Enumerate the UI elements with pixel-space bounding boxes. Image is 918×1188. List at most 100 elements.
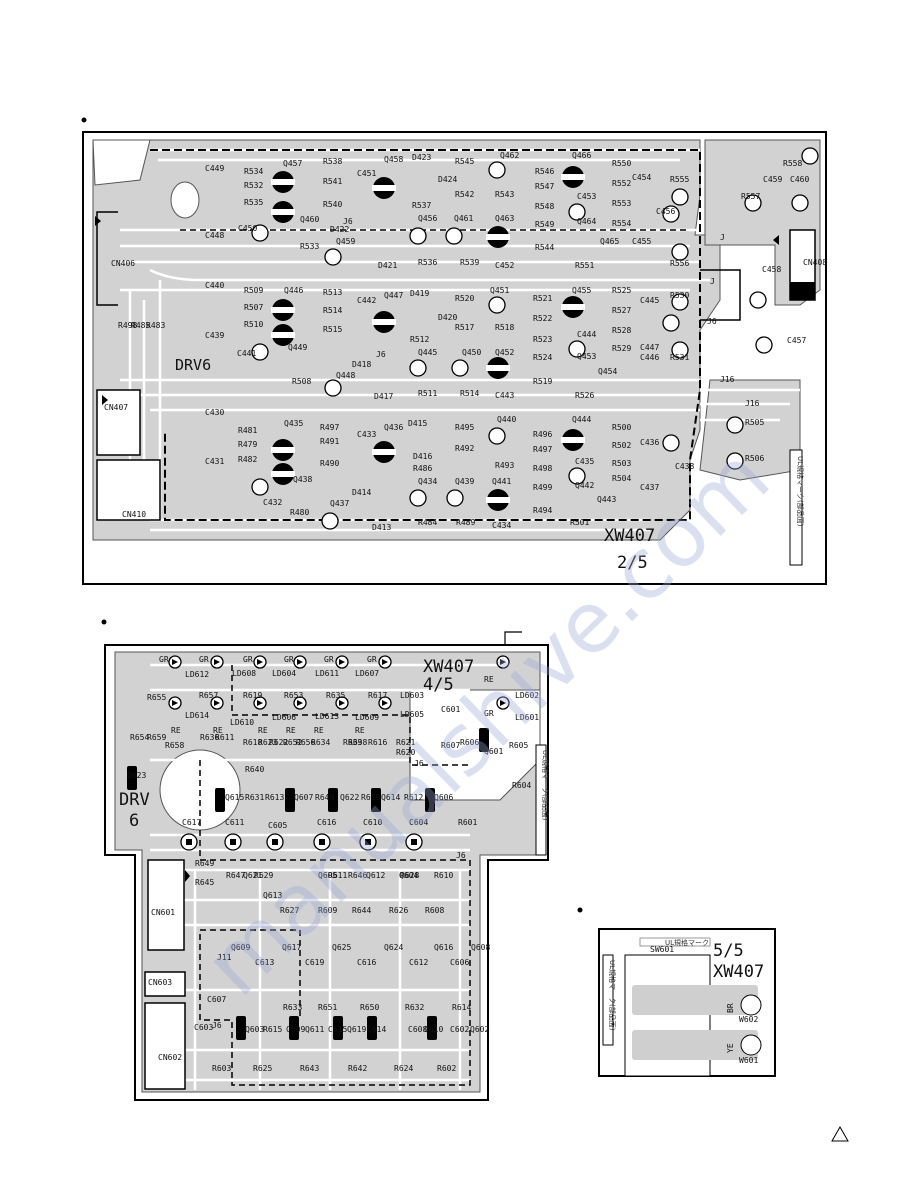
part-label: C619 (305, 958, 324, 967)
part-label: R632 (405, 1003, 424, 1012)
part-label: Q610 (424, 1025, 443, 1034)
transistor-lead (271, 307, 295, 313)
part-label: C603 (194, 1023, 213, 1032)
part-label: R491 (320, 437, 339, 446)
part-label: RE (484, 675, 494, 684)
part-label: C456 (656, 207, 675, 216)
part-label: Q603 (245, 1025, 264, 1034)
component-pad (409, 359, 427, 377)
part-label: R615 (263, 1025, 282, 1034)
part-label: C616 (357, 958, 376, 967)
part-label: Q440 (497, 415, 516, 424)
part-label: RE (314, 726, 324, 735)
part-label: Q608 (471, 943, 490, 952)
led-marker (214, 700, 220, 706)
part-label: C613 (255, 958, 274, 967)
part-label: C452 (495, 261, 514, 270)
part-label: Q624 (384, 943, 403, 952)
transistor-lead (271, 209, 295, 215)
part-label: R620 (396, 748, 415, 757)
part-label: R509 (244, 286, 263, 295)
part-label: C442 (357, 296, 376, 305)
transistor-lead (372, 319, 396, 325)
part-label: R604 (512, 781, 531, 790)
component-pad (488, 427, 506, 445)
part-label: C607 (207, 995, 226, 1004)
part-label: LD601 (515, 713, 539, 722)
part-label: Q466 (572, 151, 591, 160)
part-label: R529 (612, 344, 631, 353)
part-label: J6 (456, 851, 466, 860)
part-label: GR (367, 655, 377, 664)
part-label: R606 (460, 738, 479, 747)
part-label: R485 (131, 321, 150, 330)
part-label: R621 (396, 738, 415, 747)
component-pad (671, 341, 689, 359)
part-label: Q448 (336, 371, 355, 380)
part-label: R613 (265, 793, 284, 802)
part-label: R536 (418, 258, 437, 267)
part-label: R525 (612, 286, 631, 295)
part-label: DRV (119, 790, 150, 810)
part-label: Q609 (231, 943, 250, 952)
part-label: C435 (575, 457, 594, 466)
board-small-name: XW407 (713, 962, 764, 982)
part-label: J6 (707, 317, 717, 326)
w602-label: W602 (739, 1015, 758, 1024)
part-label: C611 (225, 818, 244, 827)
part-label: R532 (244, 181, 263, 190)
part-label: J16 (720, 375, 735, 384)
part-label: R522 (533, 314, 552, 323)
part-label: R546 (535, 167, 554, 176)
part-label: R500 (612, 423, 631, 432)
part-label: R530 (670, 291, 689, 300)
part-label: Q438 (293, 475, 312, 484)
part-label: Q616 (434, 943, 453, 952)
part-label: D413 (372, 523, 391, 532)
capacitor-lead (230, 839, 236, 845)
part-label: R526 (575, 391, 594, 400)
part-label: R535 (244, 198, 263, 207)
power-transistor (127, 766, 137, 790)
led-marker (339, 659, 345, 665)
part-label: R512 (410, 335, 429, 344)
part-label: R628 (400, 871, 419, 880)
part-label: C614 (367, 1025, 386, 1034)
part-label: C434 (492, 521, 511, 530)
power-transistor (427, 1016, 437, 1040)
part-label: R556 (670, 259, 689, 268)
part-label: Q622 (340, 793, 359, 802)
part-label: Q607 (294, 793, 313, 802)
part-label: R493 (495, 461, 514, 470)
part-label: D423 (412, 153, 431, 162)
part-label: C453 (577, 192, 596, 201)
part-label: C617 (182, 818, 201, 827)
part-label: R625 (253, 1064, 272, 1073)
component-pad (488, 296, 506, 314)
part-label: D421 (378, 261, 397, 270)
part-label: LD605 (400, 710, 424, 719)
part-label: Q612 (366, 871, 385, 880)
part-label: CN602 (158, 1053, 182, 1062)
part-label: C449 (205, 164, 224, 173)
part-label: R608 (425, 906, 444, 915)
part-label: C616 (317, 818, 336, 827)
component-pad (568, 203, 586, 221)
led-marker (257, 659, 263, 665)
part-label: C612 (409, 958, 428, 967)
part-label: Q452 (495, 348, 514, 357)
part-label: Q447 (384, 291, 403, 300)
part-label: R658 (165, 741, 184, 750)
part-label: Q441 (492, 477, 511, 486)
part-label: D417 (374, 392, 393, 401)
part-label: R540 (323, 200, 342, 209)
part-label: Q449 (288, 343, 307, 352)
part-label: R501 (570, 518, 589, 527)
part-label: LD602 (515, 691, 539, 700)
part-label: R513 (323, 288, 342, 297)
part-label: GR (159, 655, 169, 664)
transistor-lead (372, 449, 396, 455)
board-mid-page: 4/5 (423, 675, 454, 695)
